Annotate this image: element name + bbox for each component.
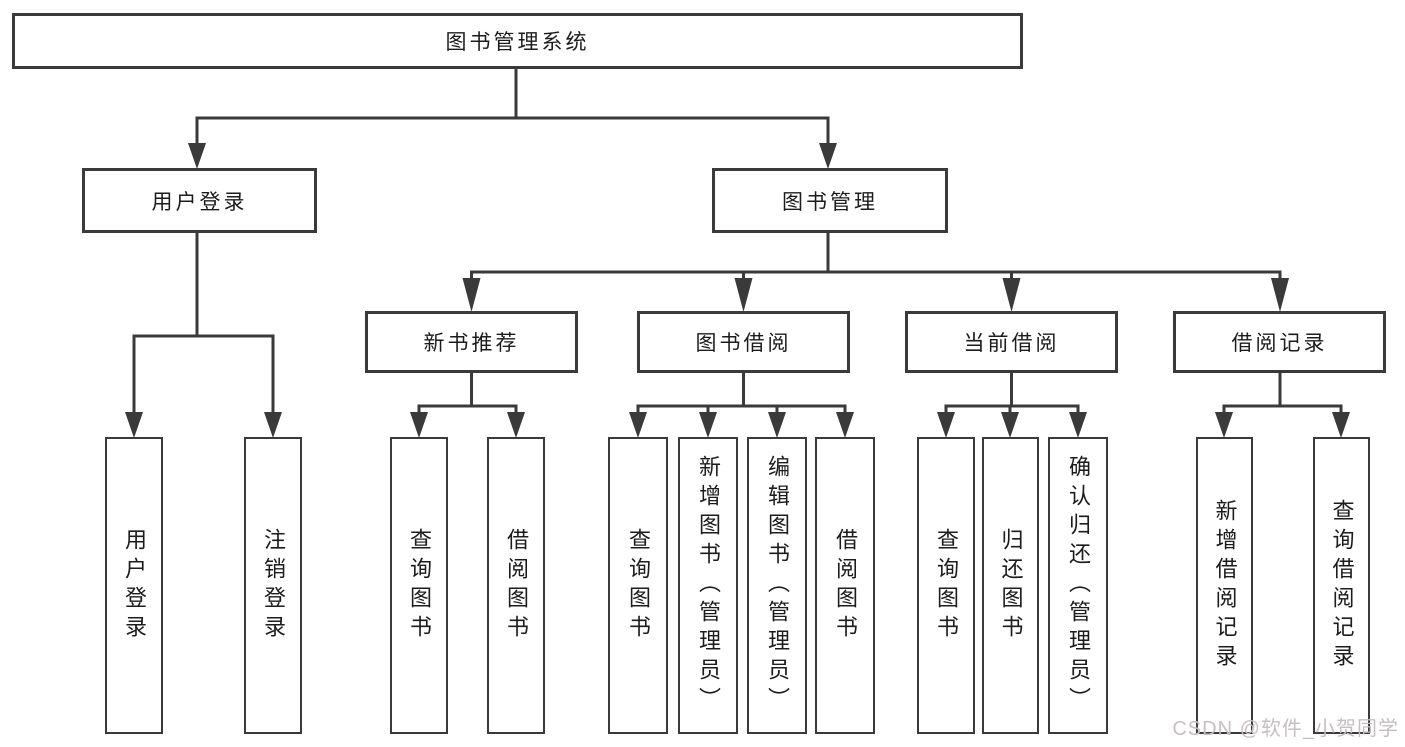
leaf-edit-books-admin: 编辑图书（管理员） xyxy=(747,437,807,734)
leaf-label: 确认归还（管理员） xyxy=(1066,455,1091,716)
node-label: 图书借阅 xyxy=(695,332,792,355)
leaf-logout: 注销登录 xyxy=(244,437,302,734)
leaf-label: 用户登录 xyxy=(122,527,147,644)
node-borrowing-records: 借阅记录 xyxy=(1173,311,1386,373)
leaf-borrow-books-recommend: 借阅图书 xyxy=(487,437,545,734)
leaf-return-books: 归还图书 xyxy=(982,437,1039,734)
node-label: 图书管理 xyxy=(782,190,878,214)
node-label: 借阅记录 xyxy=(1231,332,1328,355)
leaf-query-books-borrowing: 查询图书 xyxy=(608,437,668,734)
leaf-query-books-current: 查询图书 xyxy=(917,437,975,734)
node-label: 新书推荐 xyxy=(423,332,520,355)
leaf-confirm-return-admin: 确认归还（管理员） xyxy=(1048,437,1108,734)
leaf-label: 新增图书（管理员） xyxy=(696,455,721,716)
node-current-borrowing: 当前借阅 xyxy=(905,311,1118,373)
node-label: 用户登录 xyxy=(151,190,248,214)
csdn-watermark: CSDN @软件_小贺同学 xyxy=(1172,718,1399,740)
node-new-book-recommendation: 新书推荐 xyxy=(365,311,578,373)
node-book-borrowing: 图书借阅 xyxy=(637,311,850,373)
node-label: 图书管理系统 xyxy=(445,31,590,54)
leaf-label: 借阅图书 xyxy=(504,527,529,644)
node-book-management-branch: 图书管理 xyxy=(712,168,948,233)
node-user-login-branch: 用户登录 xyxy=(82,168,317,233)
leaf-label: 借阅图书 xyxy=(833,527,858,644)
leaf-query-borrow-record: 查询借阅记录 xyxy=(1313,437,1370,734)
node-library-management-system: 图书管理系统 xyxy=(12,13,1023,69)
leaf-label: 编辑图书（管理员） xyxy=(765,455,790,716)
leaf-user-login: 用户登录 xyxy=(105,437,163,734)
leaf-label: 查询图书 xyxy=(407,527,432,644)
node-label: 当前借阅 xyxy=(963,332,1060,355)
leaf-label: 查询借阅记录 xyxy=(1329,498,1355,673)
leaf-label: 查询图书 xyxy=(626,527,651,644)
leaf-label: 新增借阅记录 xyxy=(1212,498,1238,673)
leaf-label: 归还图书 xyxy=(998,527,1024,644)
leaf-label: 注销登录 xyxy=(261,527,286,644)
leaf-borrow-books: 借阅图书 xyxy=(815,437,875,734)
leaf-add-borrow-record: 新增借阅记录 xyxy=(1196,437,1253,734)
leaf-add-books-admin: 新增图书（管理员） xyxy=(678,437,738,734)
leaf-label: 查询图书 xyxy=(934,527,959,644)
leaf-query-books-recommend: 查询图书 xyxy=(390,437,448,734)
